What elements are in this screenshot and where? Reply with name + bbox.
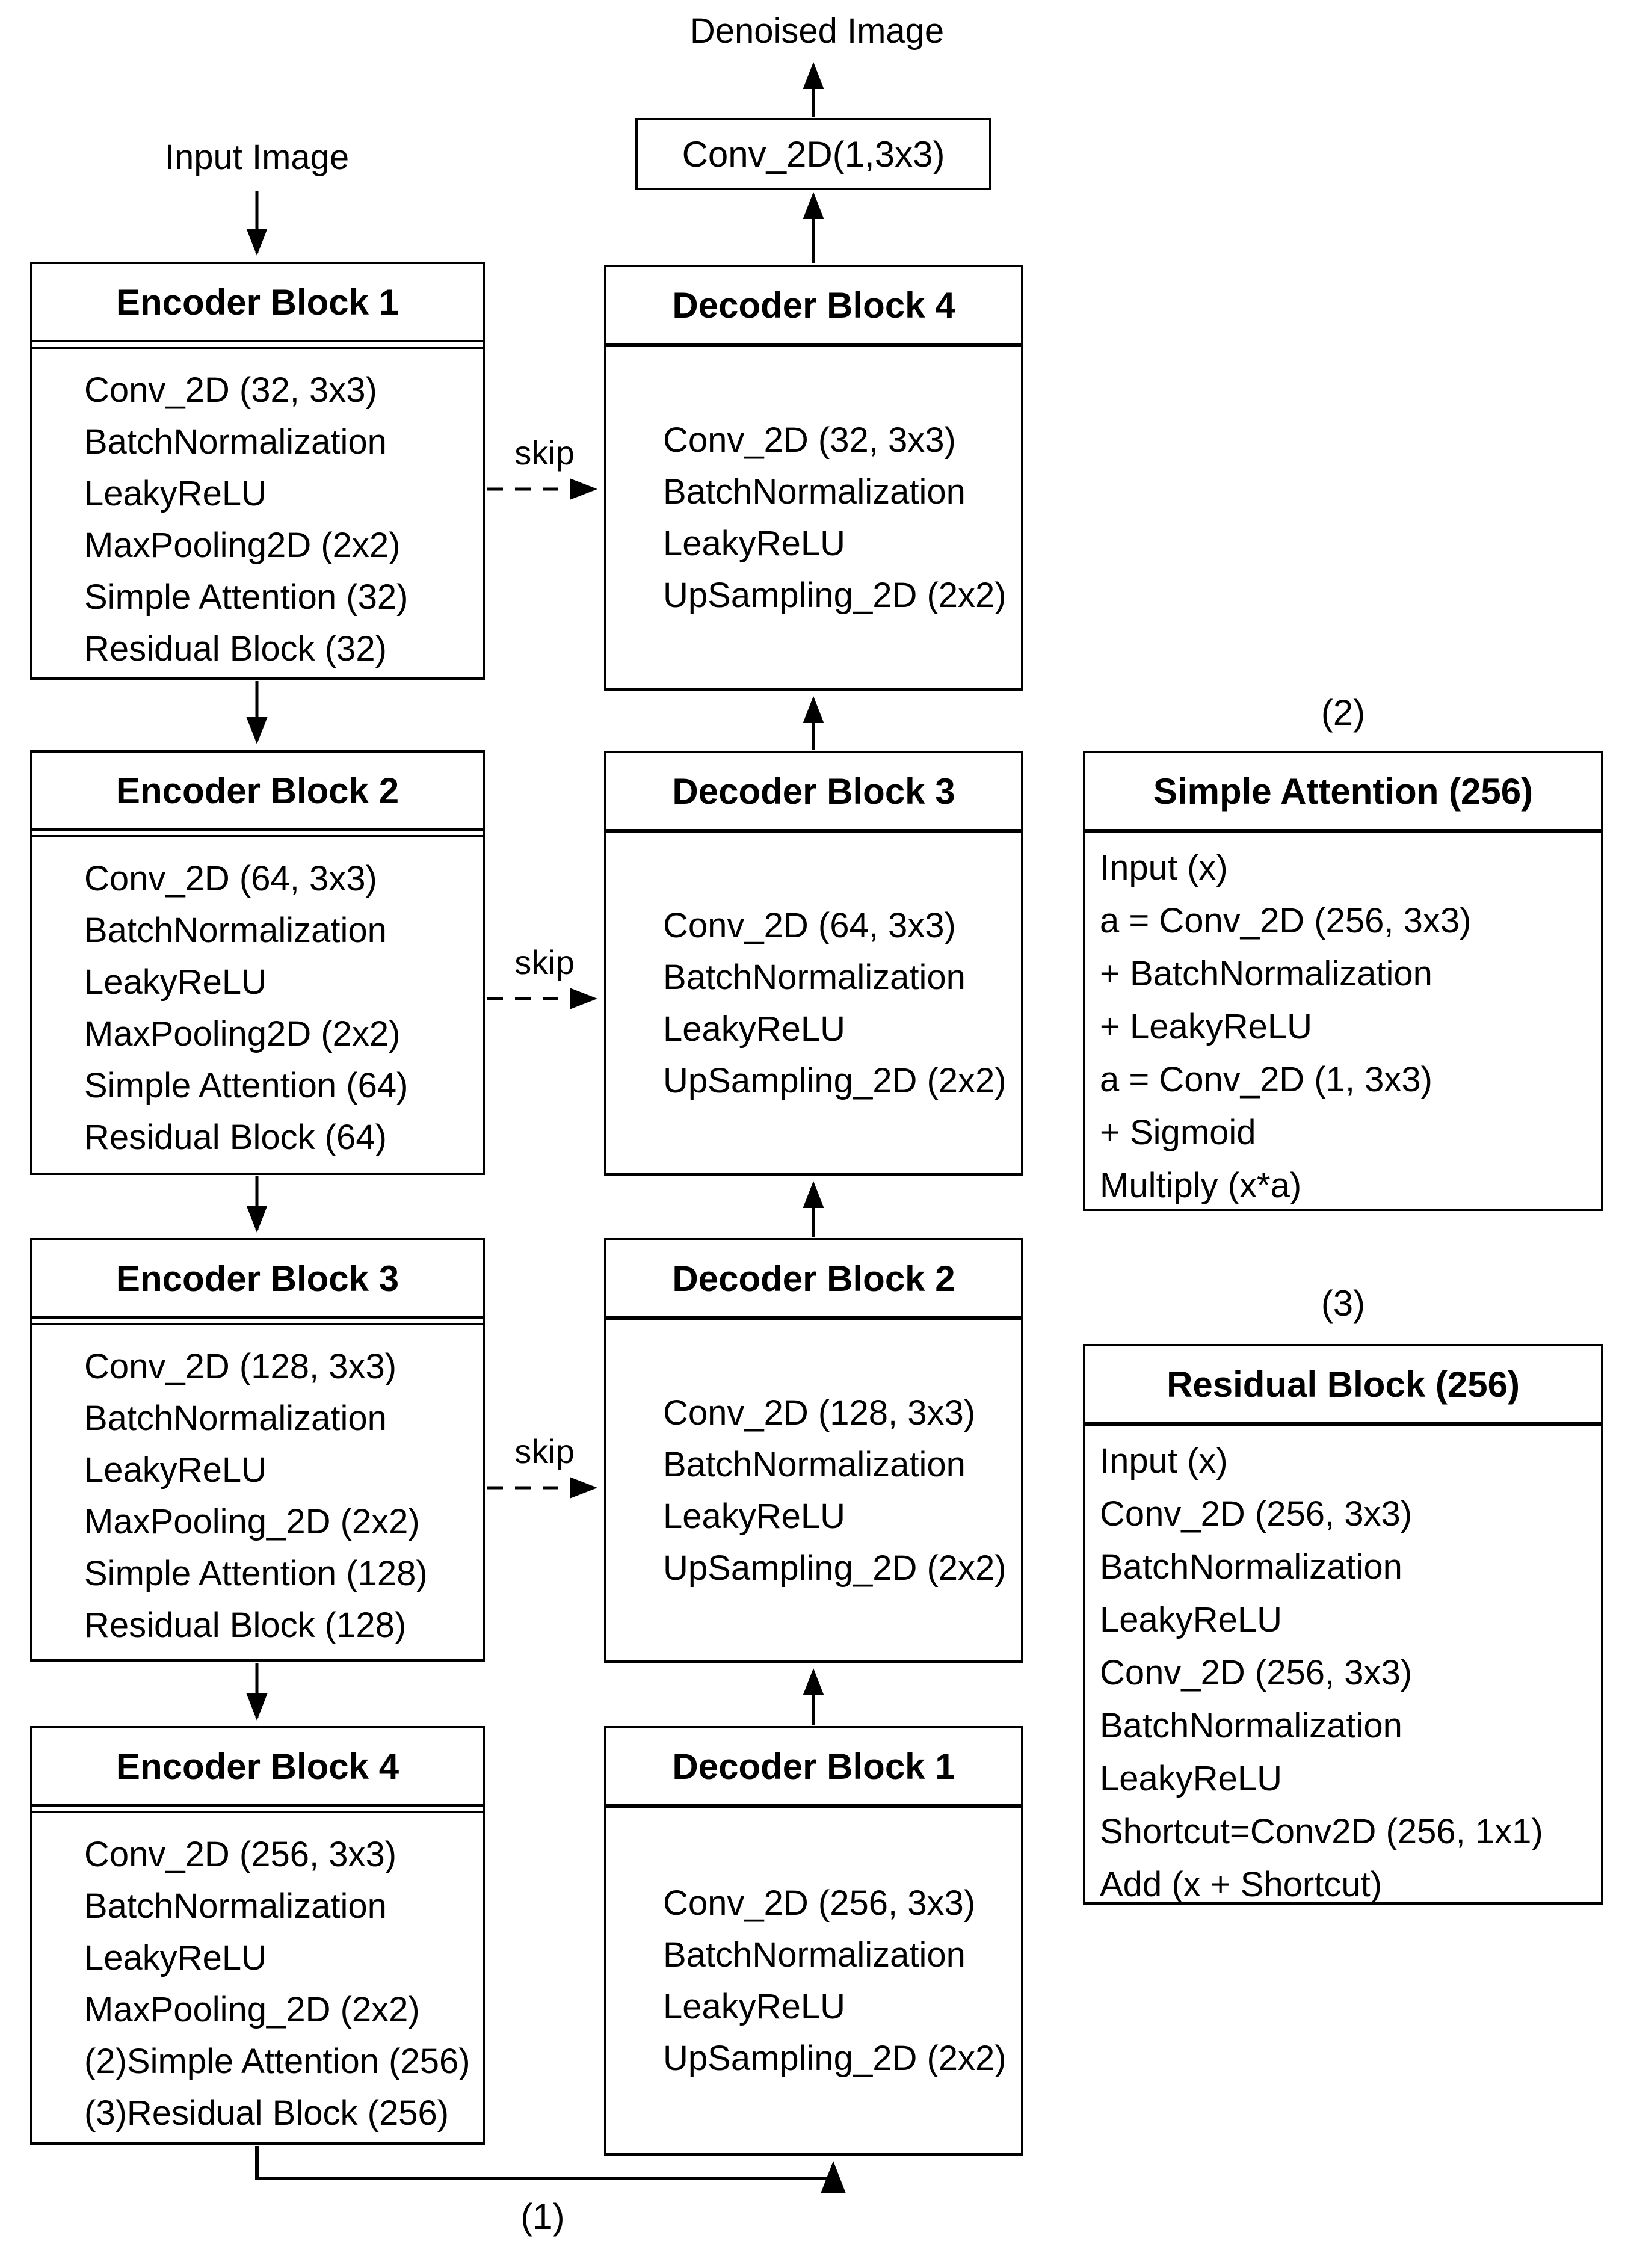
layer-line: BatchNormalization [84, 1399, 387, 1438]
layer-line: MaxPooling2D (2x2) [84, 1014, 401, 1053]
layer-line: LeakyReLU [663, 1496, 846, 1536]
layer-line: Simple Attention (64) [84, 1066, 409, 1105]
layer-line: Conv_2D (128, 3x3) [84, 1347, 397, 1386]
layer-line: BatchNormalization [84, 422, 387, 461]
decoder-block-4: Decoder Block 4 Conv_2D (32, 3x3) BatchN… [604, 265, 1023, 691]
decoder-block-4-title: Decoder Block 4 [606, 267, 1021, 347]
layer-line: + LeakyReLU [1100, 1007, 1313, 1046]
decoder-block-4-layers: Conv_2D (32, 3x3) BatchNormalization Lea… [606, 347, 1021, 688]
layer-line: LeakyReLU [84, 474, 267, 513]
layer-line: Conv_2D (32, 3x3) [84, 371, 377, 410]
layer-line: UpSampling_2D (2x2) [663, 1061, 1007, 1100]
skip-label-1: skip [514, 434, 575, 472]
output-conv-box: Conv_2D(1,3x3) [635, 118, 991, 190]
layer-line: Simple Attention (32) [84, 578, 409, 617]
encoder-block-1: Encoder Block 1 Conv_2D (32, 3x3) BatchN… [30, 262, 485, 680]
encoder-block-2: Encoder Block 2 Conv_2D (64, 3x3) BatchN… [30, 750, 485, 1175]
decoder-block-2-layers: Conv_2D (128, 3x3) BatchNormalization Le… [606, 1320, 1021, 1660]
encoder-block-3-layers: Conv_2D (128, 3x3) BatchNormalization Le… [32, 1323, 483, 1659]
layer-line: Multiply (x*a) [1100, 1166, 1302, 1205]
annotation-2: (2) [1321, 692, 1366, 733]
decoder-block-2: Decoder Block 2 Conv_2D (128, 3x3) Batch… [604, 1238, 1023, 1663]
output-conv-label: Conv_2D(1,3x3) [682, 134, 945, 174]
layer-line: Conv_2D (32, 3x3) [663, 420, 956, 460]
residual-block: Residual Block (256) Input (x) Conv_2D (… [1083, 1344, 1603, 1905]
layer-line: BatchNormalization [1100, 1706, 1402, 1745]
encoder-block-1-layers: Conv_2D (32, 3x3) BatchNormalization Lea… [32, 347, 483, 677]
annotation-3: (3) [1321, 1283, 1366, 1324]
decoder-block-3-title: Decoder Block 3 [606, 753, 1021, 833]
decoder-block-3-layers: Conv_2D (64, 3x3) BatchNormalization Lea… [606, 833, 1021, 1173]
layer-line: Shortcut=Conv2D (256, 1x1) [1100, 1812, 1543, 1851]
layer-line: Conv_2D (256, 3x3) [663, 1883, 976, 1923]
layer-line: Residual Block (32) [84, 629, 387, 668]
layer-line: UpSampling_2D (2x2) [663, 575, 1007, 615]
layer-line: LeakyReLU [663, 1009, 846, 1049]
layer-line: Residual Block (64) [84, 1118, 387, 1157]
layer-line: Conv_2D (256, 3x3) [1100, 1494, 1413, 1533]
encoder-block-1-title: Encoder Block 1 [32, 264, 483, 342]
layer-line: LeakyReLU [84, 963, 267, 1002]
layer-line: BatchNormalization [663, 1935, 966, 1974]
layer-line: LeakyReLU [663, 523, 846, 563]
layer-line: LeakyReLU [1100, 1600, 1283, 1639]
layer-line: BatchNormalization [663, 472, 966, 511]
layer-line: (3)Residual Block (256) [84, 2094, 449, 2133]
layer-line: MaxPooling_2D (2x2) [84, 1990, 420, 2029]
layer-line: UpSampling_2D (2x2) [663, 2038, 1007, 2078]
encoder-block-4: Encoder Block 4 Conv_2D (256, 3x3) Batch… [30, 1726, 485, 2145]
layer-line: Add (x + Shortcut) [1100, 1865, 1383, 1904]
layer-line: Conv_2D (256, 3x3) [1100, 1653, 1413, 1692]
layer-line: BatchNormalization [663, 1444, 966, 1484]
layer-line: Input (x) [1100, 1441, 1228, 1481]
layer-line: (2)Simple Attention (256) [84, 2042, 470, 2081]
layer-line: MaxPooling_2D (2x2) [84, 1502, 420, 1541]
decoder-block-3: Decoder Block 3 Conv_2D (64, 3x3) BatchN… [604, 751, 1023, 1176]
encoder-block-2-layers: Conv_2D (64, 3x3) BatchNormalization Lea… [32, 835, 483, 1173]
layer-line: BatchNormalization [663, 957, 966, 997]
layer-line: LeakyReLU [663, 1986, 846, 2026]
layer-line: Conv_2D (256, 3x3) [84, 1835, 397, 1874]
encoder-block-2-title: Encoder Block 2 [32, 753, 483, 831]
layer-line: Conv_2D (64, 3x3) [84, 859, 377, 898]
denoised-image-label: Denoised Image [689, 11, 945, 51]
layer-line: Conv_2D (128, 3x3) [663, 1393, 976, 1432]
decoder-block-1-layers: Conv_2D (256, 3x3) BatchNormalization Le… [606, 1808, 1021, 2153]
encoder-block-3: Encoder Block 3 Conv_2D (128, 3x3) Batch… [30, 1238, 485, 1662]
layer-line: BatchNormalization [1100, 1547, 1402, 1586]
skip-label-3: skip [514, 1432, 575, 1470]
layer-line: + Sigmoid [1100, 1113, 1256, 1152]
residual-block-layers: Input (x) Conv_2D (256, 3x3) BatchNormal… [1085, 1426, 1601, 1911]
residual-block-title: Residual Block (256) [1085, 1346, 1601, 1426]
layer-line: Simple Attention (128) [84, 1554, 428, 1593]
encoder-block-4-title: Encoder Block 4 [32, 1728, 483, 1807]
simple-attention-layers: Input (x) a = Conv_2D (256, 3x3) + Batch… [1085, 833, 1601, 1212]
skip-label-2: skip [514, 943, 575, 981]
layer-line: Residual Block (128) [84, 1606, 407, 1645]
encoder-block-3-title: Encoder Block 3 [32, 1240, 483, 1319]
layer-line: LeakyReLU [84, 1938, 267, 1977]
annotation-1: (1) [520, 2196, 565, 2237]
input-image-label: Input Image [164, 138, 350, 177]
encoder-block-4-layers: Conv_2D (256, 3x3) BatchNormalization Le… [32, 1811, 483, 2142]
simple-attention-title: Simple Attention (256) [1085, 753, 1601, 833]
layer-line: MaxPooling2D (2x2) [84, 526, 401, 565]
layer-line: Conv_2D (64, 3x3) [663, 905, 956, 945]
layer-line: BatchNormalization [84, 1887, 387, 1926]
decoder-block-2-title: Decoder Block 2 [606, 1240, 1021, 1320]
simple-attention-block: Simple Attention (256) Input (x) a = Con… [1083, 751, 1603, 1211]
layer-line: a = Conv_2D (1, 3x3) [1100, 1060, 1432, 1099]
layer-line: BatchNormalization [84, 911, 387, 950]
layer-line: + BatchNormalization [1100, 954, 1432, 993]
decoder-block-1-title: Decoder Block 1 [606, 1728, 1021, 1808]
layer-line: a = Conv_2D (256, 3x3) [1100, 901, 1472, 940]
layer-line: LeakyReLU [1100, 1759, 1283, 1798]
layer-line: Input (x) [1100, 848, 1228, 887]
decoder-block-1: Decoder Block 1 Conv_2D (256, 3x3) Batch… [604, 1726, 1023, 2156]
layer-line: LeakyReLU [84, 1450, 267, 1490]
layer-line: UpSampling_2D (2x2) [663, 1548, 1007, 1588]
